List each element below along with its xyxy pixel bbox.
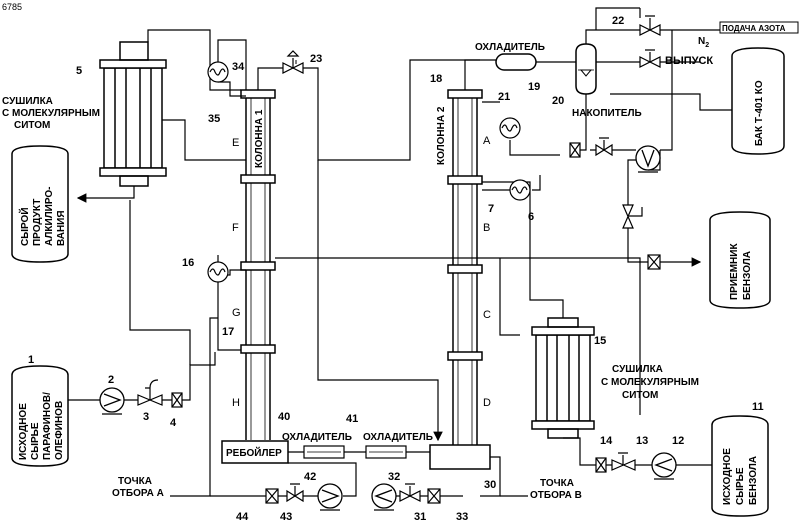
section-d: D: [483, 397, 491, 409]
tank-crude-label-1: СЫРОЙ: [18, 207, 31, 246]
accumulator-20: [576, 44, 596, 94]
cooler-top-label: ОХЛАДИТЕЛЬ: [475, 42, 545, 53]
ref-40: 40: [278, 411, 290, 423]
ref-32: 32: [388, 471, 400, 483]
ref-1: 1: [28, 354, 34, 366]
section-g: G: [232, 307, 241, 319]
ref-13: 13: [636, 435, 648, 447]
column-2-bottom: [430, 445, 490, 469]
ref-2: 2: [108, 374, 114, 386]
cooler-left-label: ОХЛАДИТЕЛЬ: [282, 432, 352, 443]
accumulator-label: НАКОПИТЕЛЬ: [572, 108, 642, 119]
sample-b-label-2: ОТБОРА В: [530, 490, 582, 501]
ref-4: 4: [170, 417, 177, 429]
tank-benzene-feed-label-1: ИСХОДНОЕ: [722, 448, 733, 505]
ref-21: 21: [498, 91, 510, 103]
dryer-15: [532, 318, 594, 438]
ref-16: 16: [182, 257, 194, 269]
tank-feed-paraffin-label-4: ОЛЕФИНОВ: [54, 401, 65, 460]
tank-feed-paraffin-label-2: СЫРЬЕ: [30, 422, 41, 460]
ref-20: 20: [552, 95, 564, 107]
nitrogen-supply-label: ПОДАЧА АЗОТА: [722, 24, 786, 33]
cooler-19: [496, 54, 536, 70]
dryer-top-label-1: СУШИЛКА: [2, 96, 53, 107]
ref-7: 7: [488, 203, 494, 215]
ref-42: 42: [304, 471, 316, 483]
ref-3: 3: [143, 411, 149, 423]
tank-benzene-feed-label-2: СЫРЬЕ: [735, 467, 746, 505]
ref-11: 11: [752, 401, 764, 413]
ref-43: 43: [280, 511, 292, 523]
tank-benzene-receiver-label-2: БЕНЗОЛА: [742, 251, 753, 300]
cooler-right-label: ОХЛАДИТЕЛЬ: [363, 432, 433, 443]
ref-35: 35: [208, 113, 220, 125]
dryer-bottom-label-1: СУШИЛКА: [612, 364, 663, 375]
ref-44: 44: [236, 511, 249, 523]
column-2: [448, 90, 482, 445]
tank-ko-label: БАК Т-401 КО: [754, 80, 765, 146]
sample-a-label-1: ТОЧКА: [118, 476, 152, 487]
ref-23: 23: [310, 53, 322, 65]
section-c: C: [483, 309, 491, 321]
column-2-label: КОЛОННА 2: [436, 106, 447, 165]
column-1-label: КОЛОННА 1: [254, 109, 265, 168]
ref-17: 17: [222, 326, 234, 338]
ref-30: 30: [484, 479, 496, 491]
dryer-5: [100, 42, 166, 186]
ref-34: 34: [232, 61, 245, 73]
ref-6: 6: [528, 211, 534, 223]
ref-33: 33: [456, 511, 468, 523]
sample-a-label-2: ОТБОРА А: [112, 488, 164, 499]
tank-benzene-feed-label-3: БЕНЗОЛА: [748, 456, 759, 505]
tank-benzene-receiver-label-1: ПРИЕМНИК: [729, 243, 740, 300]
dryer-bottom-label-2: С МОЛЕКУЛЯРНЫМ: [601, 377, 699, 388]
tank-crude-label-2: ПРОДУКТ: [32, 199, 43, 246]
ref-14: 14: [600, 435, 613, 447]
tank-crude-label-3: АЛКИЛИРО-: [44, 186, 55, 246]
reboiler-label: РЕБОЙЛЕР: [226, 446, 282, 459]
tank-crude-label-4: ВАНИЯ: [56, 210, 67, 246]
ref-12: 12: [672, 435, 684, 447]
piping: [68, 8, 732, 496]
ref-15: 15: [594, 335, 606, 347]
section-f: F: [232, 222, 239, 234]
ref-19: 19: [528, 81, 540, 93]
section-h: H: [232, 397, 240, 409]
tank-feed-paraffin-label-1: ИСХОДНОЕ: [18, 403, 29, 460]
n2-label: N2: [698, 36, 709, 49]
ref-41: 41: [346, 413, 358, 425]
dryer-top-label-2: С МОЛЕКУЛЯРНЫМ: [2, 108, 100, 119]
tank-benzene-receiver: [710, 212, 770, 308]
sample-b-label-1: ТОЧКА: [540, 478, 574, 489]
section-a: A: [483, 135, 491, 147]
section-e: E: [232, 137, 239, 149]
dryer-top-label-3: СИТОМ: [14, 120, 50, 131]
corner-id: 6785: [2, 2, 22, 12]
ref-5: 5: [76, 65, 82, 77]
ref-31: 31: [414, 511, 426, 523]
ref-18: 18: [430, 73, 442, 85]
ref-22: 22: [612, 15, 624, 27]
tank-feed-paraffin-label-3: ПАРАФИНОВ/: [42, 392, 53, 460]
section-b: B: [483, 222, 490, 234]
